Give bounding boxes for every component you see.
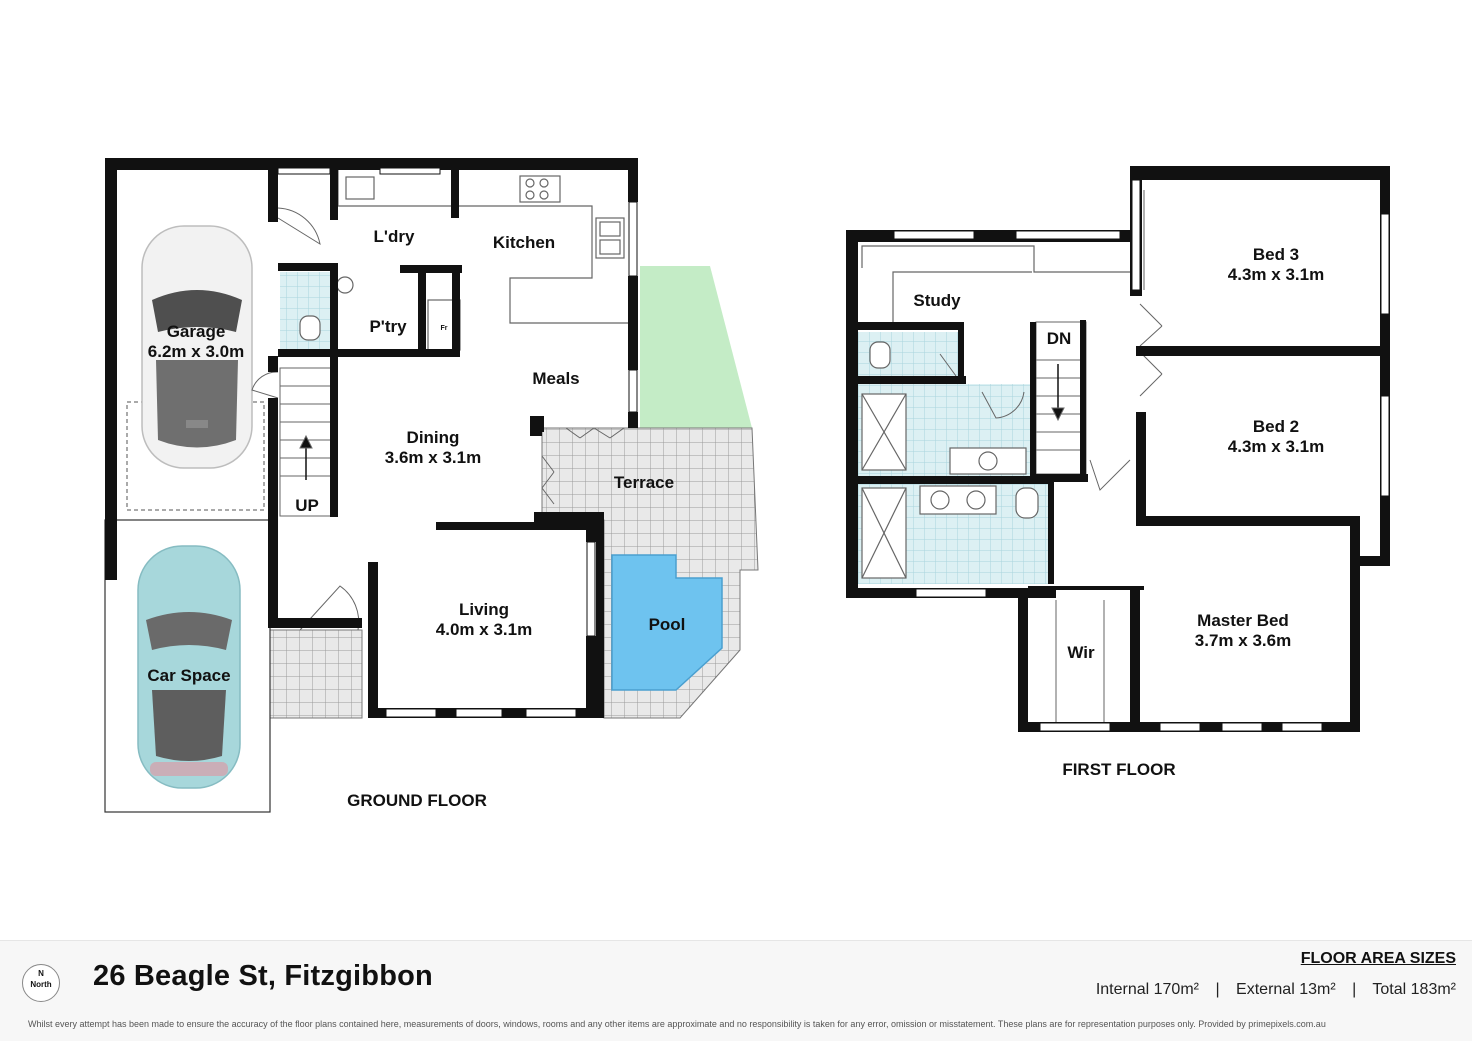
- first-floor-walls[interactable]: [846, 166, 1390, 732]
- wir-label: Wir: [1067, 643, 1095, 662]
- lawn-area: [640, 266, 752, 428]
- bed3-label: Bed 3: [1253, 245, 1299, 264]
- north-compass-icon: N North: [22, 964, 60, 1002]
- internal-area: Internal 170m²: [1095, 981, 1199, 998]
- bed2-label: Bed 2: [1253, 417, 1299, 436]
- porch-paving: [269, 629, 363, 719]
- first-floor-plan: [846, 166, 1390, 732]
- total-area: Total 183m²: [1372, 981, 1456, 998]
- garage-door-line: [126, 401, 265, 511]
- area-separator: |: [1215, 981, 1220, 998]
- ground-walls[interactable]: [105, 158, 638, 718]
- stairs-down-label: DN: [1047, 329, 1072, 348]
- stairs-up-label: UP: [295, 496, 319, 515]
- dining-label: Dining: [407, 428, 460, 447]
- laundry-label: L'dry: [374, 227, 415, 246]
- car-space-label: Car Space: [147, 666, 230, 685]
- ground-floor-title: GROUND FLOOR: [347, 791, 487, 810]
- fridge-label: Fr: [441, 325, 448, 332]
- external-area: External 13m²: [1236, 981, 1336, 998]
- living-size: 4.0m x 3.1m: [436, 620, 532, 639]
- meals-label: Meals: [532, 369, 579, 388]
- living-label: Living: [459, 600, 509, 619]
- ground-floor-plan: [104, 158, 759, 813]
- ground-windows: [277, 167, 638, 718]
- floor-plan-drawing: Garage 6.2m x 3.0m Car Space L'dry Kitch…: [104, 158, 1390, 813]
- ground-stairs: [279, 367, 333, 517]
- pantry-label: P'try: [369, 317, 407, 336]
- first-floor-windows: [893, 179, 1390, 732]
- garage-label: Garage: [167, 322, 226, 341]
- disclaimer-text: Whilst every attempt has been made to en…: [28, 1019, 1326, 1029]
- terrace-label: Terrace: [614, 473, 674, 492]
- kitchen-fixtures: [299, 168, 632, 351]
- master-bed-label: Master Bed: [1197, 611, 1289, 630]
- footer-bar: [0, 940, 1472, 1041]
- bed3-size: 4.3m x 3.1m: [1228, 265, 1324, 284]
- first-floor-title: FIRST FLOOR: [1062, 760, 1175, 779]
- dining-size: 3.6m x 3.1m: [385, 448, 481, 467]
- master-bed-size: 3.7m x 3.6m: [1195, 631, 1291, 650]
- compass-north-label: North: [30, 980, 52, 989]
- area-separator: |: [1352, 981, 1357, 998]
- ground-floor-labels: Garage 6.2m x 3.0m Car Space L'dry Kitch…: [147, 227, 685, 810]
- car-space-car-icon: [137, 545, 241, 789]
- floor-area-values: Internal 170m² | External 13m² | Total 1…: [1096, 981, 1456, 999]
- property-address: 26 Beagle St, Fitzgibbon: [93, 960, 433, 992]
- compass-n: N: [38, 969, 44, 978]
- bed2-size: 4.3m x 3.1m: [1228, 437, 1324, 456]
- floor-area-heading: FLOOR AREA SIZES: [1300, 950, 1456, 967]
- garage-car-icon: [141, 225, 253, 469]
- kitchen-label: Kitchen: [493, 233, 555, 252]
- car-space-outline: [104, 519, 271, 813]
- first-floor-fixtures: [861, 245, 1138, 579]
- first-floor-labels: Study DN Bed 3 4.3m x 3.1m Bed 2 4.3m x …: [913, 245, 1324, 779]
- pool-label: Pool: [649, 615, 686, 634]
- garage-size: 6.2m x 3.0m: [148, 342, 244, 361]
- pool-shape: [611, 554, 723, 691]
- study-label: Study: [913, 291, 961, 310]
